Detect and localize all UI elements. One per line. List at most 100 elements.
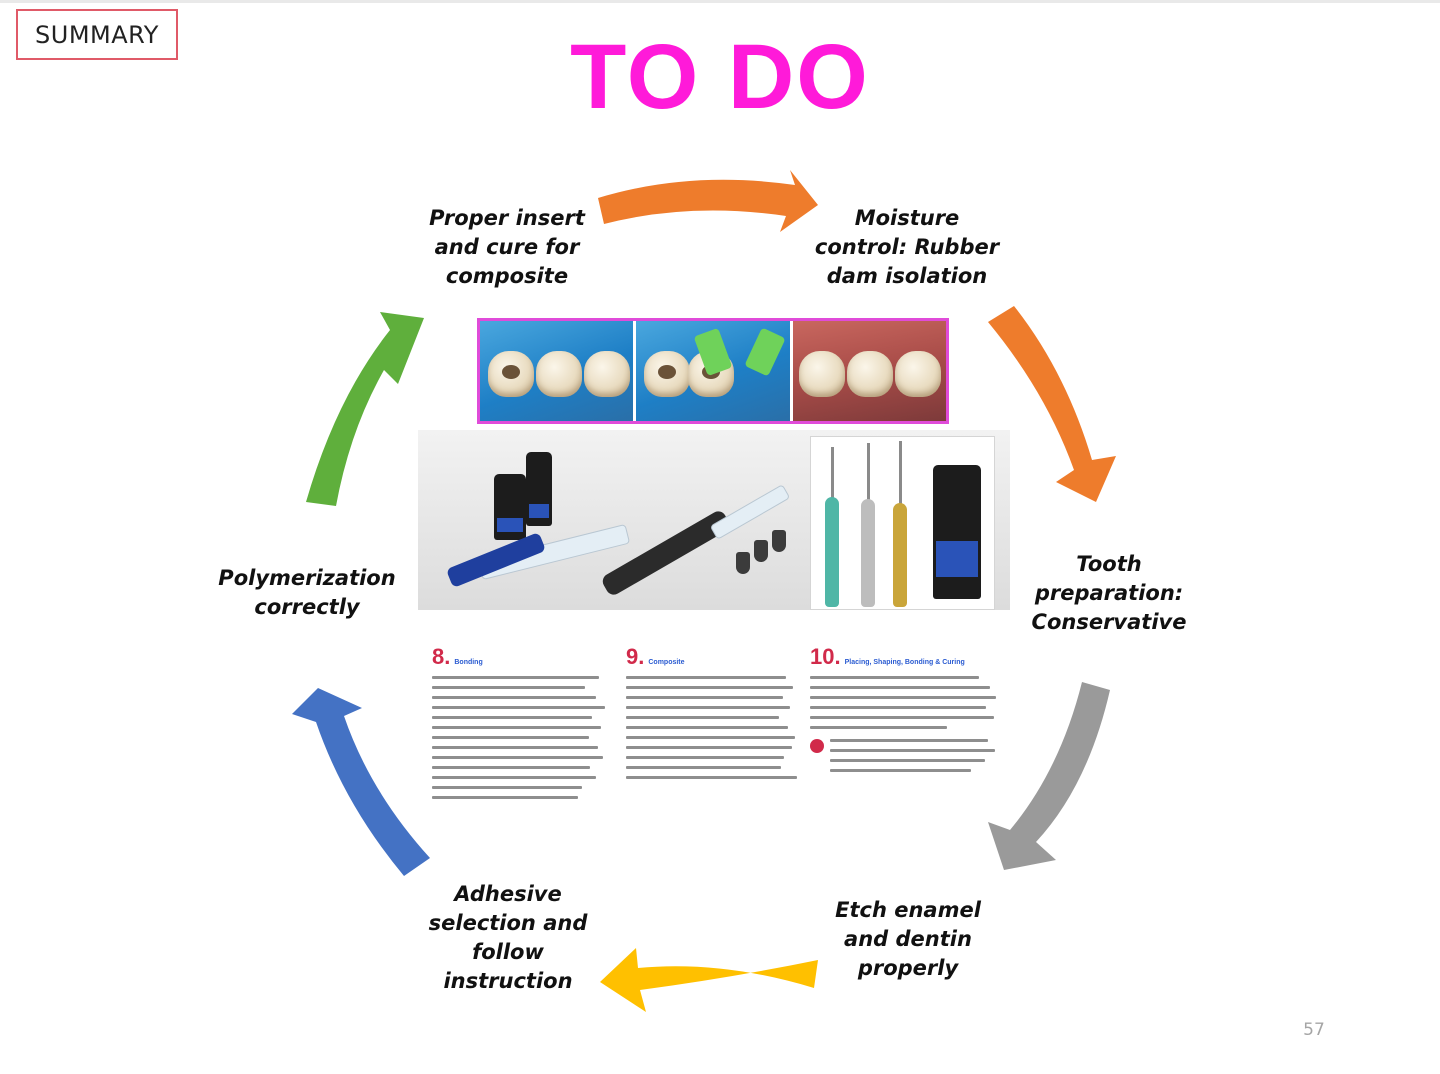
info-number: 8. <box>432 644 451 669</box>
adhesive-bottle <box>933 465 981 599</box>
info-line <box>626 746 792 749</box>
info-line <box>432 726 602 729</box>
summary-tag: SUMMARY <box>16 9 178 60</box>
info-line <box>830 749 996 752</box>
step-line: Polymerization <box>218 566 396 590</box>
info-text-block <box>810 676 1006 729</box>
info-line <box>810 716 995 719</box>
info-heading: Placing, Shaping, Bonding & Curing <box>844 659 965 666</box>
tooth <box>488 351 534 397</box>
instruments-photo <box>810 436 995 610</box>
bottle-label <box>497 518 523 532</box>
instrument-shaft <box>899 441 902 507</box>
step-line: control: Rubber <box>814 235 1000 259</box>
composite-tip <box>736 552 750 574</box>
tooth <box>584 351 630 397</box>
step-line: composite <box>445 264 569 288</box>
info-line <box>810 676 979 679</box>
info-line <box>626 686 794 689</box>
info-caption <box>810 739 1006 779</box>
step-line: selection and <box>428 911 588 935</box>
step-line: Etch enamel <box>835 898 981 922</box>
info-line <box>626 766 781 769</box>
arrow-polymerization-to-insert <box>306 312 424 506</box>
step-label-polymerization: Polymerization correctly <box>206 564 408 622</box>
info-line <box>432 686 586 689</box>
instrument-grey <box>861 499 875 607</box>
step-line: Tooth <box>1076 552 1142 576</box>
step-line: preparation: <box>1034 581 1184 605</box>
info-line <box>810 686 991 689</box>
info-line <box>830 769 971 772</box>
photo-rubber-dam-clamp <box>636 321 793 421</box>
cavity <box>658 365 677 379</box>
info-text-block <box>626 676 804 779</box>
bonding-bottle <box>494 474 526 540</box>
step-line: correctly <box>254 595 360 619</box>
info-line <box>432 776 596 779</box>
info-line <box>432 786 582 789</box>
composite-tip <box>772 530 786 552</box>
tooth <box>798 351 845 397</box>
step-line: and dentin <box>844 927 972 951</box>
step-line: properly <box>857 956 959 980</box>
tooth-photo-strip <box>477 318 949 424</box>
info-line <box>432 756 603 759</box>
bonding-bottle <box>526 452 552 526</box>
photo-prepared-molars <box>480 321 637 421</box>
step-line: follow <box>472 940 544 964</box>
step-line: Moisture <box>854 206 960 230</box>
info-line <box>626 716 780 719</box>
arrow-etch-to-adhesive <box>600 948 818 1012</box>
step-line: Conservative <box>1031 610 1187 634</box>
step-line: dam isolation <box>826 264 988 288</box>
bottle-label <box>529 504 549 518</box>
info-line <box>830 759 985 762</box>
info-line <box>810 726 948 729</box>
page-number: 57 <box>1303 1020 1325 1040</box>
step-label-proper-insert: Proper insert and cure for composite <box>404 204 610 291</box>
info-line <box>432 716 593 719</box>
photo-restored-molars <box>792 321 946 421</box>
info-head: 9. Composite <box>626 644 804 670</box>
step-line: and cure for <box>434 235 580 259</box>
page-title: TO DO <box>570 26 870 128</box>
tooth <box>894 351 941 397</box>
arrow-tooth-to-etch <box>988 682 1110 870</box>
info-line <box>626 706 790 709</box>
bottle-label <box>936 541 978 577</box>
info-line <box>626 756 785 759</box>
info-line <box>626 696 783 699</box>
info-column-placing: 10. Placing, Shaping, Bonding & Curing <box>810 644 1006 779</box>
info-line <box>830 739 989 742</box>
step-line: Adhesive <box>454 882 562 906</box>
cavity <box>502 365 520 379</box>
step-label-etch-enamel: Etch enamel and dentin properly <box>808 896 1008 983</box>
caption-lines <box>830 739 1006 779</box>
info-line <box>432 676 600 679</box>
info-head: 8. Bonding <box>432 644 610 670</box>
info-number: 10. <box>810 644 841 669</box>
info-line <box>810 706 987 709</box>
info-column-composite: 9. Composite <box>626 644 804 786</box>
tooth <box>846 351 893 397</box>
info-line <box>626 736 796 739</box>
info-line <box>626 676 787 679</box>
info-heading: Bonding <box>454 659 483 666</box>
arrow-adhesive-to-polymerization <box>292 688 430 876</box>
arrow-insert-to-moisture <box>598 170 818 232</box>
composite-tip <box>754 540 768 562</box>
info-line <box>432 706 605 709</box>
info-line <box>432 796 578 799</box>
info-line <box>626 726 788 729</box>
tooth <box>536 351 582 397</box>
info-line <box>626 776 797 779</box>
info-line <box>432 766 591 769</box>
instrument-gold <box>893 503 907 607</box>
info-column-bonding: 8. Bonding <box>432 644 610 806</box>
top-rule <box>0 0 1440 3</box>
step-label-adhesive-selection: Adhesive selection and follow instructio… <box>410 880 606 996</box>
step-label-moisture-control: Moisture control: Rubber dam isolation <box>800 204 1014 291</box>
instrument-shaft <box>867 443 870 503</box>
